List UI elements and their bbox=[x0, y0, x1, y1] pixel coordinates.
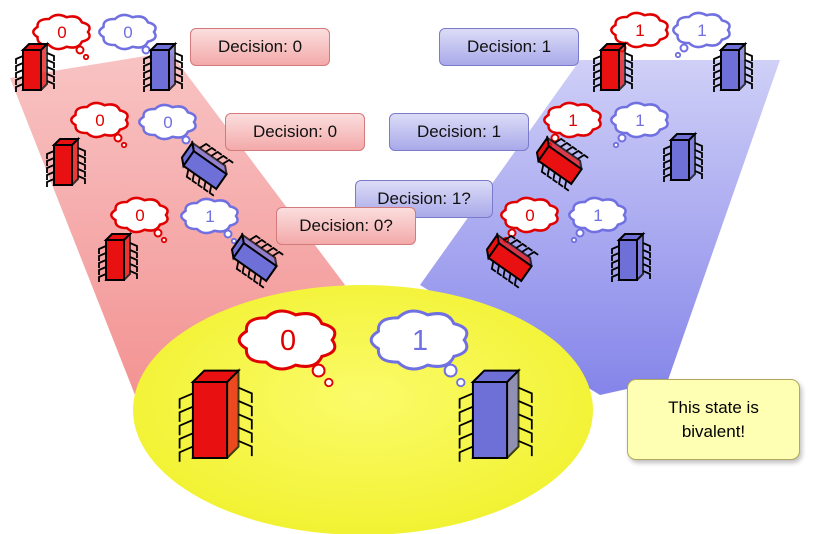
decision-label-left-low: Decision: 0? bbox=[276, 207, 416, 245]
thought-bubble: 0 bbox=[110, 196, 169, 244]
thought-bubble: 0 bbox=[98, 13, 157, 61]
thought-bubble: 1 bbox=[369, 309, 469, 388]
process-chip bbox=[46, 136, 86, 187]
thought-bubble: 0 bbox=[237, 309, 337, 388]
thought-bubble: 0 bbox=[70, 101, 129, 149]
thought-bubble: 0 bbox=[32, 13, 91, 61]
process-chip bbox=[178, 368, 253, 462]
decision-label-right-top: Decision: 1 bbox=[439, 28, 579, 66]
thought-value: 0 bbox=[135, 206, 144, 225]
process-chip bbox=[98, 231, 138, 282]
process-chip bbox=[15, 41, 55, 92]
thought-value: 0 bbox=[95, 111, 104, 130]
bivalent-note: This state is bivalent! bbox=[627, 379, 800, 460]
thought-bubble: 1 bbox=[672, 11, 731, 59]
thought-value: 1 bbox=[412, 325, 428, 357]
thought-value: 1 bbox=[205, 207, 214, 226]
process-chip bbox=[230, 232, 284, 289]
thought-bubble: 1 bbox=[568, 196, 627, 244]
process-chip bbox=[663, 131, 703, 182]
thought-bubble: 1 bbox=[610, 11, 669, 59]
process-chip bbox=[485, 232, 539, 289]
thought-value: 1 bbox=[635, 111, 644, 130]
process-chip bbox=[713, 41, 753, 92]
thought-value: 0 bbox=[525, 206, 534, 225]
process-chip bbox=[611, 231, 651, 282]
decision-label-right-low: Decision: 1? bbox=[355, 180, 493, 218]
thought-bubble: 1 bbox=[610, 101, 669, 149]
process-chip bbox=[593, 41, 633, 92]
thought-value: 0 bbox=[57, 23, 66, 42]
thought-value: 0 bbox=[280, 325, 296, 357]
thought-value: 0 bbox=[123, 23, 132, 42]
decision-label-left-top: Decision: 0 bbox=[190, 28, 330, 66]
thought-bubble: 0 bbox=[500, 196, 559, 244]
thought-bubble: 1 bbox=[180, 197, 239, 245]
thought-value: 1 bbox=[635, 21, 644, 40]
thought-value: 1 bbox=[697, 21, 706, 40]
thought-value: 1 bbox=[593, 206, 602, 225]
decision-label-right-mid: Decision: 1 bbox=[389, 113, 529, 151]
process-chip bbox=[535, 135, 589, 192]
thought-value: 0 bbox=[163, 113, 172, 132]
bivalent-note-line2: bivalent! bbox=[681, 421, 746, 441]
thought-value: 1 bbox=[568, 111, 577, 130]
decision-label-left-mid: Decision: 0 bbox=[225, 113, 365, 151]
process-chip bbox=[143, 41, 183, 92]
bivalent-note-line1: This state is bbox=[668, 397, 759, 417]
process-chip bbox=[180, 140, 234, 197]
process-chip bbox=[458, 368, 533, 462]
